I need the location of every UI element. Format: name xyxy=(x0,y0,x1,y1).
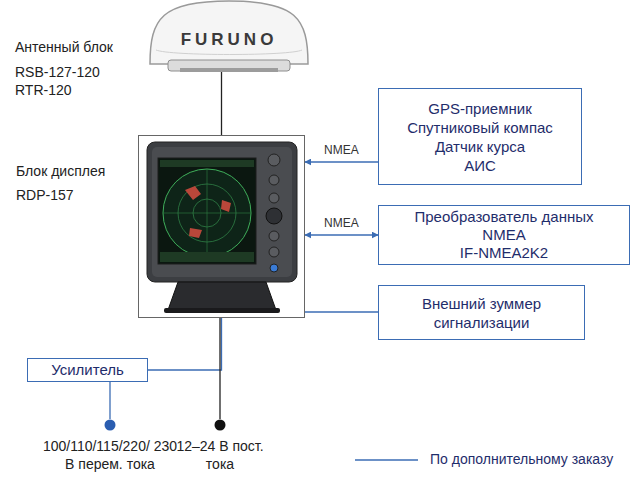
model-label: RSB-127-120 RTR-120 xyxy=(15,63,115,99)
radome-illustration xyxy=(150,1,308,72)
amplifier-box: Усилитель xyxy=(27,358,148,382)
box-text: Датчик курса xyxy=(435,137,525,156)
box-text: Внешний зуммер сигнализации xyxy=(402,294,562,332)
box-text: Спутниковый компас xyxy=(407,118,553,137)
box-text: Преобразователь данных xyxy=(414,208,593,226)
part-label: 100/110/115/220/ 230 В перем. тока xyxy=(42,437,178,473)
legend-text: По дополнительному заказу xyxy=(430,451,613,467)
connector xyxy=(221,72,222,135)
display-node: Блок дисплеяRDP-157 xyxy=(138,135,305,318)
terminal-dot xyxy=(214,419,226,431)
signal-label: NMEA xyxy=(322,143,361,157)
box-text: IF-NMEA2K2 xyxy=(460,244,548,262)
brand-logo: FURUNO xyxy=(181,30,278,49)
connector xyxy=(305,234,378,235)
display-unit-illustration xyxy=(147,142,297,313)
converter-box: Преобразователь данныхNMEAIF-NMEA2K2 xyxy=(378,205,630,265)
logo-holder: FURUNO xyxy=(150,30,308,50)
terminal-dot xyxy=(104,419,116,431)
box-text: GPS-приемник xyxy=(428,99,531,118)
connector xyxy=(305,161,378,162)
box-text: NMEA xyxy=(482,226,525,244)
connector xyxy=(148,318,222,370)
power-terminal: 100/110/115/220/ 230 В перем. тока xyxy=(104,419,116,431)
legend-line-sample xyxy=(355,459,418,461)
connector xyxy=(219,318,220,419)
part-label: Антенный блок xyxy=(15,38,140,56)
model-label: RDP-157 xyxy=(16,186,134,204)
part-label: 12–24 В пост. тока xyxy=(175,437,265,473)
connector xyxy=(305,311,378,312)
equipment-box: GPS-приемникСпутниковый компасДатчик кур… xyxy=(378,88,582,185)
buzzer-box: Внешний зуммер сигнализации xyxy=(378,285,585,340)
box-text: АИС xyxy=(464,156,496,175)
part-label: Блок дисплея xyxy=(16,162,134,180)
power-terminal: 12–24 В пост. тока xyxy=(214,419,226,431)
connector xyxy=(109,382,110,419)
signal-label: NMEA xyxy=(322,216,361,230)
box-text: Усилитель xyxy=(51,361,124,379)
